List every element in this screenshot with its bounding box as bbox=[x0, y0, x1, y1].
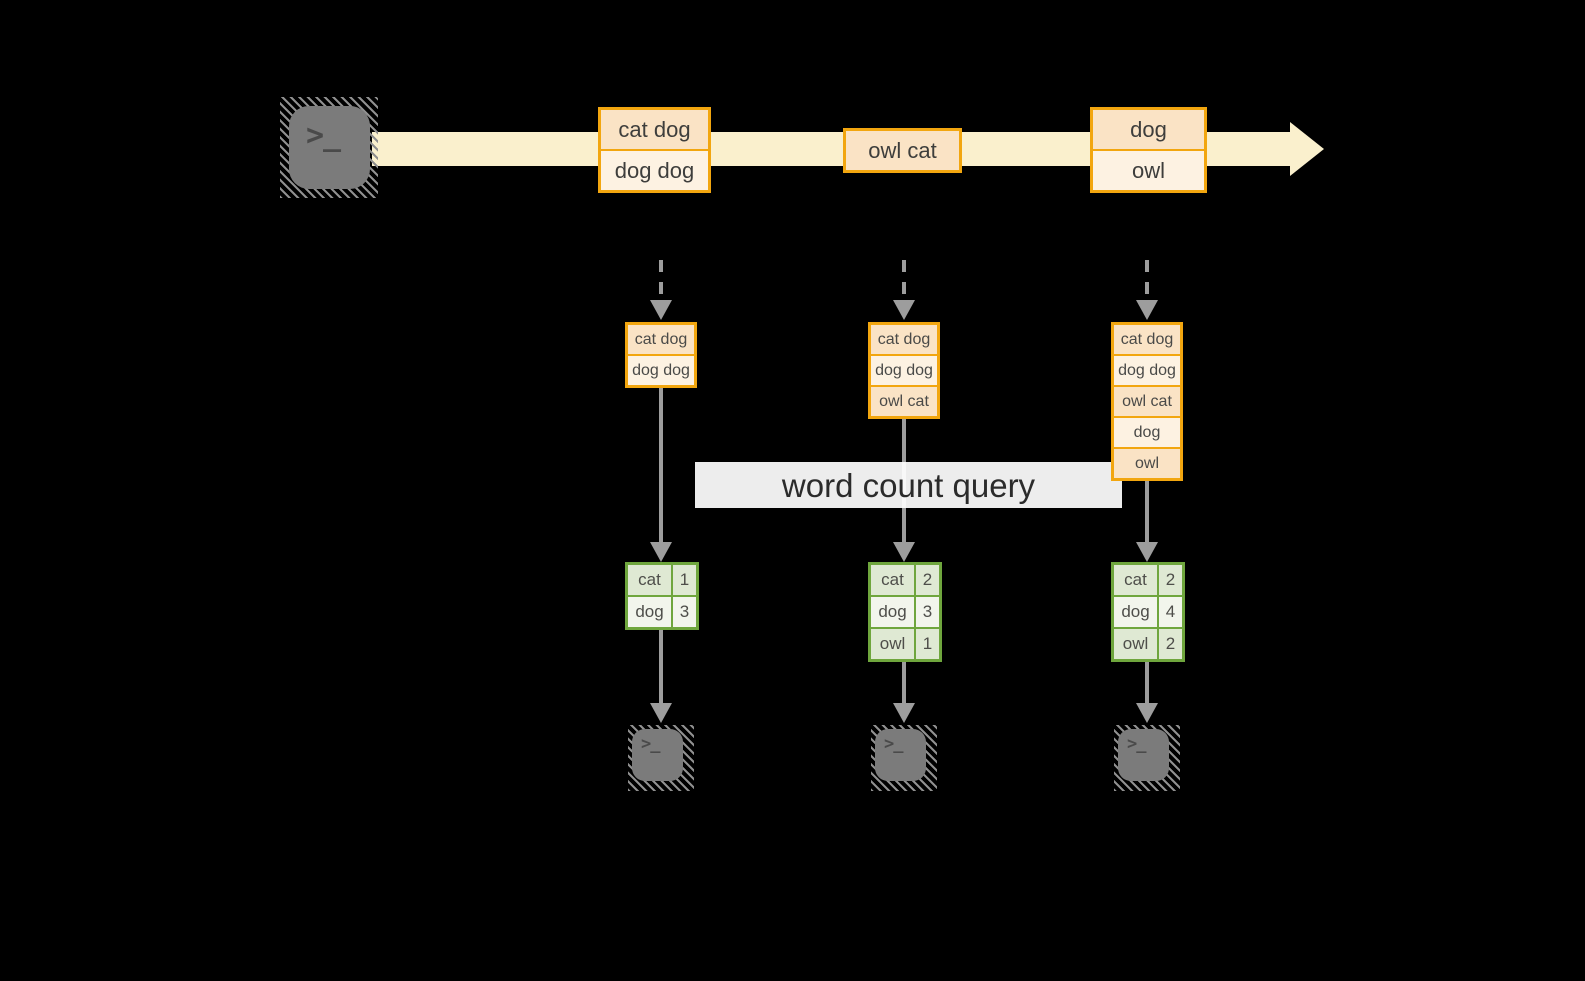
connector-arrow-head-icon bbox=[893, 703, 915, 723]
count-value-cell: 2 bbox=[914, 565, 939, 595]
count-value-cell: 1 bbox=[914, 629, 939, 659]
count-row: cat 1 bbox=[628, 565, 696, 595]
count-value-cell: 4 bbox=[1157, 597, 1182, 627]
terminal-screen: >_ bbox=[875, 729, 926, 781]
prompt-glyph: >_ bbox=[306, 118, 341, 153]
stream-record: dog bbox=[1093, 110, 1204, 149]
count-value-cell: 2 bbox=[1157, 629, 1182, 659]
buffer-stack-1: cat dog dog dog bbox=[625, 322, 697, 388]
count-value-cell: 3 bbox=[671, 597, 696, 627]
connector-arrow bbox=[659, 630, 663, 703]
count-value-cell: 1 bbox=[671, 565, 696, 595]
dashed-arrow bbox=[902, 260, 906, 302]
sink-terminal-icon: >_ bbox=[871, 725, 937, 791]
terminal-screen: >_ bbox=[1118, 729, 1169, 781]
connector-arrow bbox=[902, 662, 906, 703]
stream-batch-3: dog owl bbox=[1090, 107, 1207, 193]
count-value-cell: 2 bbox=[1157, 565, 1182, 595]
buffer-stack-2: cat dog dog dog owl cat bbox=[868, 322, 940, 419]
sink-terminal-icon: >_ bbox=[628, 725, 694, 791]
buffer-record: cat dog bbox=[1114, 325, 1180, 354]
terminal-screen: >_ bbox=[632, 729, 683, 781]
count-word-cell: cat bbox=[871, 565, 914, 595]
stream-record: dog dog bbox=[601, 149, 708, 190]
prompt-glyph: >_ bbox=[1127, 734, 1147, 754]
connector-arrow-head-icon bbox=[1136, 542, 1158, 562]
connector-arrow-head-icon bbox=[1136, 703, 1158, 723]
count-word-cell: dog bbox=[871, 597, 914, 627]
connector-arrow bbox=[1145, 662, 1149, 703]
stream-batch-2: owl cat bbox=[843, 128, 962, 173]
count-row: dog 3 bbox=[871, 595, 939, 627]
source-terminal-icon: >_ bbox=[280, 97, 378, 198]
count-value-cell: 3 bbox=[914, 597, 939, 627]
buffer-record: owl cat bbox=[871, 385, 937, 416]
prompt-glyph: >_ bbox=[884, 734, 904, 754]
buffer-record: dog dog bbox=[1114, 354, 1180, 385]
word-count-query-banner: word count query bbox=[695, 462, 1122, 508]
dashed-arrow bbox=[1145, 260, 1149, 302]
count-row: cat 2 bbox=[1114, 565, 1182, 595]
terminal-screen: >_ bbox=[289, 106, 370, 189]
count-word-cell: cat bbox=[628, 565, 671, 595]
buffer-stack-3: cat dog dog dog owl cat dog owl bbox=[1111, 322, 1183, 481]
count-row: dog 4 bbox=[1114, 595, 1182, 627]
connector-arrow-head-icon bbox=[650, 703, 672, 723]
buffer-record: cat dog bbox=[871, 325, 937, 354]
buffer-record: dog bbox=[1114, 416, 1180, 447]
stream-arrow-head-icon bbox=[1290, 122, 1324, 176]
count-word-cell: owl bbox=[1114, 629, 1157, 659]
dashed-arrow-head-icon bbox=[893, 300, 915, 320]
dashed-arrow-head-icon bbox=[1136, 300, 1158, 320]
dashed-arrow-head-icon bbox=[650, 300, 672, 320]
stream-record: owl bbox=[1093, 149, 1204, 190]
count-table-3: cat 2 dog 4 owl 2 bbox=[1111, 562, 1185, 662]
connector-arrow-head-icon bbox=[650, 542, 672, 562]
dashed-arrow bbox=[659, 260, 663, 302]
sink-terminal-icon: >_ bbox=[1114, 725, 1180, 791]
buffer-record: owl cat bbox=[1114, 385, 1180, 416]
count-table-1: cat 1 dog 3 bbox=[625, 562, 699, 630]
buffer-record: owl bbox=[1114, 447, 1180, 478]
connector-arrow-head-icon bbox=[893, 542, 915, 562]
connector-arrow bbox=[659, 388, 663, 542]
prompt-glyph: >_ bbox=[641, 734, 661, 754]
count-table-2: cat 2 dog 3 owl 1 bbox=[868, 562, 942, 662]
count-row: cat 2 bbox=[871, 565, 939, 595]
connector-arrow bbox=[1145, 481, 1149, 542]
count-word-cell: dog bbox=[628, 597, 671, 627]
count-row: owl 2 bbox=[1114, 627, 1182, 659]
count-row: dog 3 bbox=[628, 595, 696, 627]
count-row: owl 1 bbox=[871, 627, 939, 659]
stream-record: owl cat bbox=[846, 131, 959, 170]
count-word-cell: owl bbox=[871, 629, 914, 659]
count-word-cell: dog bbox=[1114, 597, 1157, 627]
count-word-cell: cat bbox=[1114, 565, 1157, 595]
buffer-record: cat dog bbox=[628, 325, 694, 354]
buffer-record: dog dog bbox=[628, 354, 694, 385]
buffer-record: dog dog bbox=[871, 354, 937, 385]
stream-batch-1: cat dog dog dog bbox=[598, 107, 711, 193]
stream-record: cat dog bbox=[601, 110, 708, 149]
